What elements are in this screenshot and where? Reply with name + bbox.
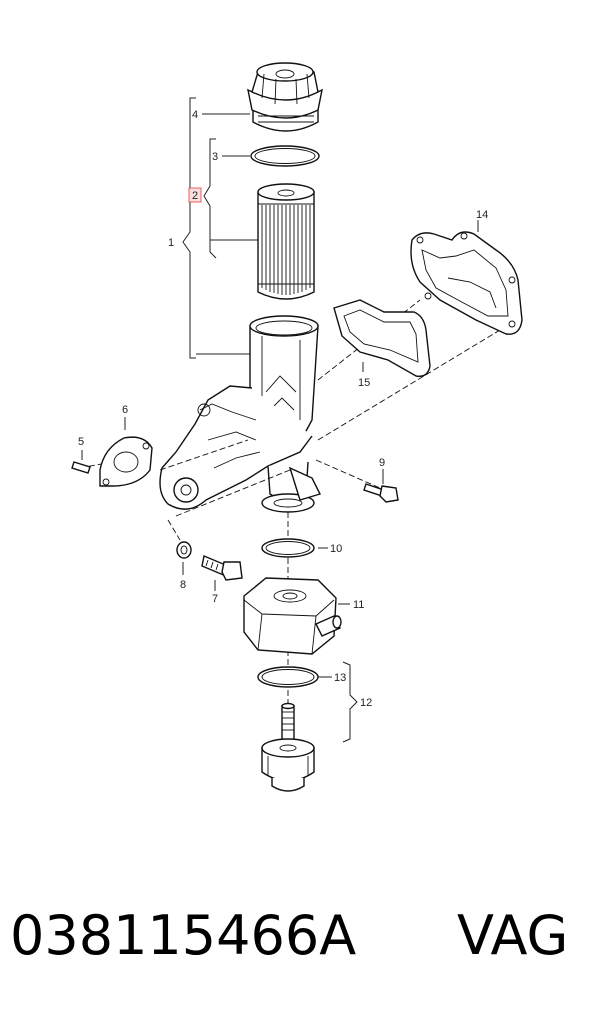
callout-13: 13 xyxy=(334,672,346,684)
flange-part-6 xyxy=(99,436,153,487)
callout-2: 2 xyxy=(192,190,198,202)
callout-2-highlight-box xyxy=(188,187,202,203)
part-number: 038115466A xyxy=(10,904,357,967)
callout-12: 12 xyxy=(360,697,372,709)
washer-part-8 xyxy=(176,541,192,559)
o-ring-part-13 xyxy=(257,666,319,688)
o-ring-part-10 xyxy=(261,538,315,558)
callout-11: 11 xyxy=(353,599,364,611)
callout-1: 1 xyxy=(168,237,174,249)
gasket-part-15 xyxy=(333,299,431,377)
callout-9: 9 xyxy=(379,457,385,469)
callout-5: 5 xyxy=(78,436,84,448)
gasket-part-14 xyxy=(410,231,523,335)
filter-element xyxy=(257,183,315,300)
callout-14: 14 xyxy=(476,209,488,221)
callout-3: 3 xyxy=(212,151,218,163)
callout-8: 8 xyxy=(180,579,186,591)
callout-7: 7 xyxy=(212,593,218,605)
brand-label: VAG xyxy=(457,904,569,967)
callout-10: 10 xyxy=(330,543,342,555)
bracket-2 xyxy=(203,138,217,259)
o-ring-part-3 xyxy=(250,145,320,167)
bolt-part-7 xyxy=(201,555,243,581)
oil-cooler-part-11 xyxy=(243,577,342,655)
bolt-part-9 xyxy=(363,483,399,503)
bracket-12 xyxy=(342,661,358,743)
exploded-parts-diagram: 4 3 2 1 14 15 6 5 9 10 8 7 11 13 12 xyxy=(71,62,523,792)
callout-labels: 4 3 2 1 14 15 6 5 9 10 8 7 11 13 12 xyxy=(78,109,488,709)
center-bolt-part-12 xyxy=(261,702,315,792)
callout-4: 4 xyxy=(192,109,198,121)
leader-lines xyxy=(81,113,479,678)
pin-part-5 xyxy=(71,461,91,474)
filter-cap-part-4 xyxy=(247,62,323,132)
bracket-1 xyxy=(182,97,196,359)
oil-filter-housing xyxy=(159,315,321,513)
callout-6: 6 xyxy=(122,404,128,416)
callout-15: 15 xyxy=(358,377,370,389)
